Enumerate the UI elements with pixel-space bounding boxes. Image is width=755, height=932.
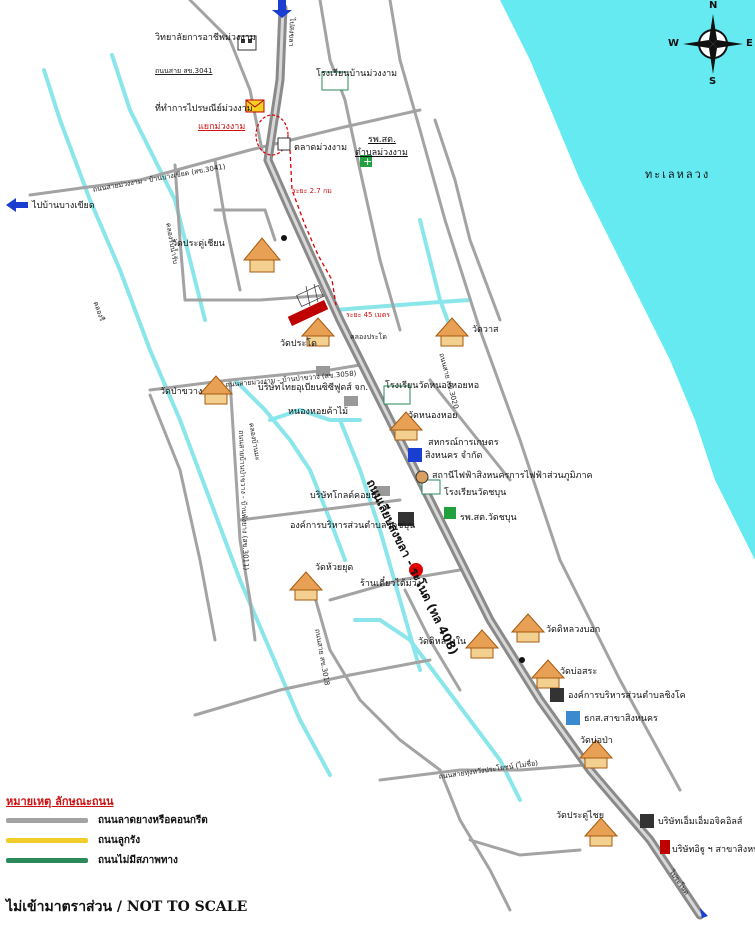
- legend-label-laterite: ถนนลูกรัง: [98, 835, 141, 846]
- label-coop-a: สหกรณ์การเกษตร: [428, 438, 499, 448]
- arrow-southeast-icon: [700, 908, 708, 918]
- label-company-4: บริษัทอิฐู ฯ สาขาสิงหนคร: [672, 845, 755, 855]
- label-wat-pakhwang: วัดป่าขวาง: [160, 387, 203, 397]
- compass-rose: N S W E: [668, 0, 754, 90]
- label-tambon-org-2: องค์การบริหารส่วนตำบลชิงโค: [568, 691, 686, 701]
- label-to-bangkhiad: ไปบ้านบางเขียด: [32, 201, 95, 211]
- label-distance-45: ระยะ 45 เมตร: [346, 311, 391, 319]
- legend-label-paved: ถนนลาดยางหรือคอนกรีต: [98, 815, 208, 826]
- label-hospital-1-b: ตำบลม่วงงาม: [355, 148, 408, 158]
- label-wat-dilhuangbok: วัดดิหลวงบอก: [546, 625, 601, 635]
- legend-swatch-laterite: [6, 838, 88, 843]
- label-college: วิทยาลัยการอาชีพม่วงงาม: [155, 33, 256, 43]
- label-post-office: ที่ทำการไปรษณีย์ม่วงงาม: [155, 104, 253, 114]
- arrow-west-icon: [6, 198, 28, 212]
- temple-icons: [198, 237, 619, 847]
- legend-item-unimproved: ถนนไม่มีสภาพทาง: [6, 852, 266, 870]
- label-company-1: บริษัทไทยอุเบียนซิซีฟูดส์ จก.: [258, 383, 369, 393]
- label-junction: แยกม่วงงาม: [198, 122, 246, 132]
- label-wat-bobo: วัดบ่อสระ: [560, 667, 598, 677]
- sea-label: ทะเลหลวง: [645, 168, 711, 181]
- label-wat-pradu-chai: วัดประดู่ไชย: [556, 811, 605, 821]
- legend-swatch-unimproved: [6, 858, 88, 863]
- label-canal-prado: คลองประโด: [350, 333, 387, 341]
- legend-label-unimproved: ถนนไม่มีสภาพทาง: [98, 855, 178, 866]
- compass-n: N: [709, 0, 718, 11]
- label-hospital-1-a: รพ.สต.: [368, 135, 396, 145]
- label-wat-nong-hoi: วัดหนองหอย: [408, 411, 458, 421]
- compass-w: W: [668, 38, 680, 49]
- roads-paved: [28, 0, 682, 912]
- label-wat-prado: วัดประโด: [280, 339, 317, 349]
- label-coop-b: สิงหนคร จำกัด: [425, 451, 483, 461]
- label-bank: ธกส.สาขาสิงหนคร: [584, 714, 658, 724]
- label-school-wat-nong-hoi: โรงเรียนวัดหนองหอยหอ: [385, 381, 480, 391]
- label-school-chatchabun: โรงเรียนวัดชบุน: [444, 488, 507, 498]
- legend-swatch-paved: [6, 818, 88, 823]
- label-company-2: บริษัทโกลด์คอยน์: [310, 491, 377, 501]
- legend-title: หมายเหตุ ลักษณะถนน: [6, 795, 114, 808]
- scale-note: ไม่เข้ามาตราส่วน / NOT TO SCALE: [6, 899, 248, 915]
- legend-item-laterite: ถนนลูกรัง: [6, 832, 266, 850]
- label-wat-dilhuangnai: วัดดิหลวงใน: [418, 637, 467, 647]
- label-pea: สถานีไฟฟ้าสิงหนครการไฟฟ้าส่วนภูมิภาค: [432, 471, 593, 481]
- compass-e: E: [746, 38, 753, 49]
- label-wat-huayyut: วัดห้วยยุด: [315, 563, 354, 573]
- compass-s: S: [709, 76, 717, 87]
- svg-text:+: +: [363, 155, 372, 168]
- arrow-north-icon: [272, 0, 292, 18]
- label-nong-hoi: หนองหอยค้าไม้: [288, 407, 349, 417]
- legend-item-paved: ถนนลาดยางหรือคอนกรีต: [6, 812, 266, 830]
- label-wat-bopa: วัดบ่อป่า: [580, 736, 613, 746]
- label-market: ตลาดม่วงงาม: [294, 143, 348, 153]
- label-company-3: บริษัทเอ็มเอ็มอจิคอิลส์: [658, 817, 743, 827]
- compass-icon: [683, 14, 743, 74]
- label-noodle-shop: ร้านเตี๋ยวไต้ม่วง: [360, 579, 422, 589]
- building-icons: +: [237, 35, 670, 854]
- label-wat-wasa: วัดวาส: [472, 325, 499, 335]
- sea-area: [500, 0, 755, 560]
- label-road-3041: ถนนสาย สข.3041: [155, 67, 213, 75]
- label-distance-2-7: ระยะ 2.7 กม: [292, 187, 332, 195]
- label-hospital-2: รพ.สต.วัดชบุน: [460, 513, 517, 523]
- label-wat-pradu-chian: วัดประดู่เชียน: [172, 239, 225, 249]
- label-school-muangngam: โรงเรียนบ้านม่วงงาม: [316, 69, 398, 79]
- map-legend: หมายเหตุ ลักษณะถนน ถนนลาดยางหรือคอนกรีต …: [6, 792, 266, 870]
- label-to-songkhla: ไปสงขลา: [287, 17, 297, 47]
- route-distance-marker: [289, 149, 337, 306]
- label-tambon-org-1: องค์การบริหารส่วนตำบลวัดชบุน: [290, 521, 416, 531]
